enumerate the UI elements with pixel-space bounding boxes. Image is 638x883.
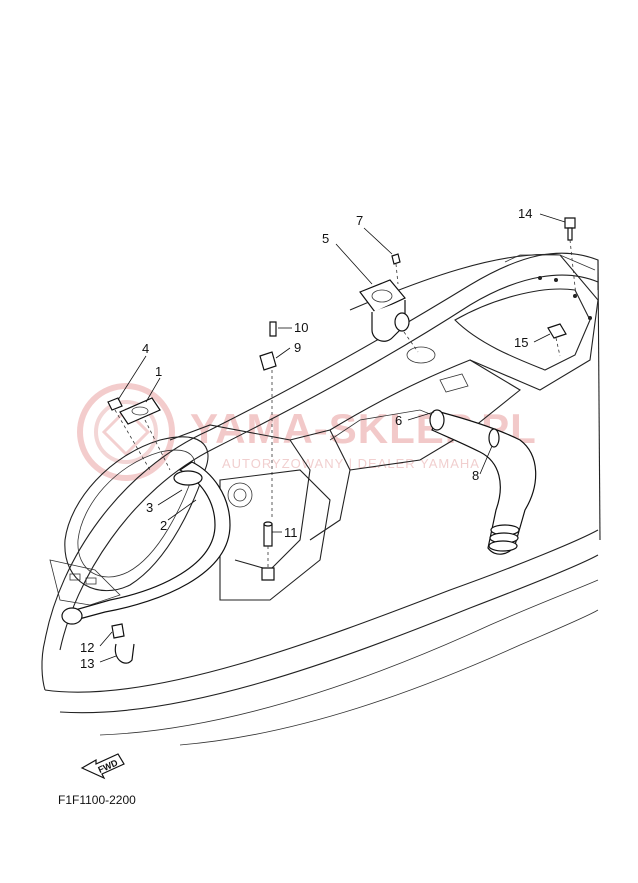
stud-base [261,567,275,581]
callout-12: 12 [80,640,94,655]
part-front-duct [61,461,231,625]
callout-7: 7 [356,213,363,228]
rear-duct-top-end [429,409,445,431]
engine-compartment [219,469,331,601]
rear-duct-clamp [488,428,500,448]
front-duct-end [61,607,83,625]
stud-top [263,521,273,527]
fwd-indicator: FWD [80,753,125,780]
leader-8 [479,445,493,475]
watermark-logo-mark [101,407,151,457]
watermark-logo-inner [94,400,158,464]
leader-2 [167,499,197,521]
leader-13 [99,655,117,663]
leader-6 [407,411,435,421]
leaders [99,213,566,663]
rear-rail-hole-3 [573,294,577,298]
rear-rail-hole-1 [538,276,542,280]
leader-14 [539,213,566,223]
drain-plate [111,623,125,639]
bolt-14-head [564,217,576,229]
callout-10: 10 [294,320,308,335]
rear-rail [504,254,596,271]
leader-7 [363,227,393,255]
leader-3 [157,489,183,506]
callout-13: 13 [80,656,94,671]
rivet-10 [269,321,277,337]
fwd-arrow-icon [80,753,125,780]
rear-duct-hose [431,411,537,555]
hull [41,252,601,746]
stud-body [263,523,273,547]
leader-4 [117,355,147,401]
part-drain [111,623,135,664]
hull-bottom-edge [41,639,46,691]
callout-6: 6 [395,413,402,428]
rear-rail-hole-2 [554,278,558,282]
clip-body [259,351,277,371]
part-rear-vent [359,253,419,353]
callout-15: 15 [514,335,528,350]
rear-vent-flange [359,279,406,313]
leader-15 [533,333,551,343]
deck-hole-oval [406,346,436,364]
hull-side-1 [44,529,599,693]
vent-screw [107,397,123,411]
hull-rim [59,274,599,651]
callout-11: 11 [284,525,298,540]
watermark-subtitle: AUTORYZOWANY | DEALER YAMAHA [222,456,480,471]
rear-vent-screw [391,253,401,265]
callout-1: 1 [155,364,162,379]
rear-vent-dash [403,331,419,353]
part-rear-duct [429,409,537,555]
bracket-15 [547,323,567,339]
callout-8: 8 [472,468,479,483]
hull-side-4 [179,609,599,746]
engine-port-inner [233,488,247,502]
deck-frame-right [329,359,521,471]
rear-vent-screw-dash [395,263,399,285]
callout-14: 14 [518,206,532,221]
diagram-code: F1F1100-2200 [58,793,136,807]
vent-cover-body [119,397,161,425]
leader-12 [99,631,113,647]
hull-side-3 [99,579,599,736]
rear-vent-hole [371,289,393,303]
part-rear-bolt [547,217,577,357]
rear-duct-ring-3 [488,540,518,552]
callout-2: 2 [160,518,167,533]
front-duct-hose [66,461,231,623]
rear-vent-outlet [394,312,410,332]
callout-4: 4 [142,341,149,356]
hull-outer-top [44,252,599,641]
hull-stern [597,259,601,541]
watermark-logo-outer [77,383,175,481]
callout-9: 9 [294,340,301,355]
front-panel-detail-1 [69,573,81,581]
leader-9 [275,347,291,359]
rear-storage [454,288,591,371]
part-clip [259,321,277,520]
fwd-label: FWD [96,757,119,775]
part-stud [261,521,275,581]
leader-1 [145,377,161,403]
engine-port [227,482,253,508]
front-panel [49,559,121,606]
deck-bracket [439,373,469,393]
bracket-15-dash [555,337,561,357]
callout-labels: 1 2 3 4 5 6 7 8 9 10 11 12 13 14 15 [80,206,532,671]
drain-loop [114,643,135,664]
front-duct-clamp [173,470,203,486]
part-vent-cover [107,397,171,471]
rear-vent-body [371,300,406,342]
vent-cover-hole [131,406,149,416]
rear-rail-hole-4 [588,316,592,320]
hull-side-2 [59,554,599,714]
bolt-14-shank [567,227,573,241]
callout-5: 5 [322,231,329,246]
callout-3: 3 [146,500,153,515]
leader-5 [335,243,373,285]
front-panel-detail-2 [85,577,97,585]
